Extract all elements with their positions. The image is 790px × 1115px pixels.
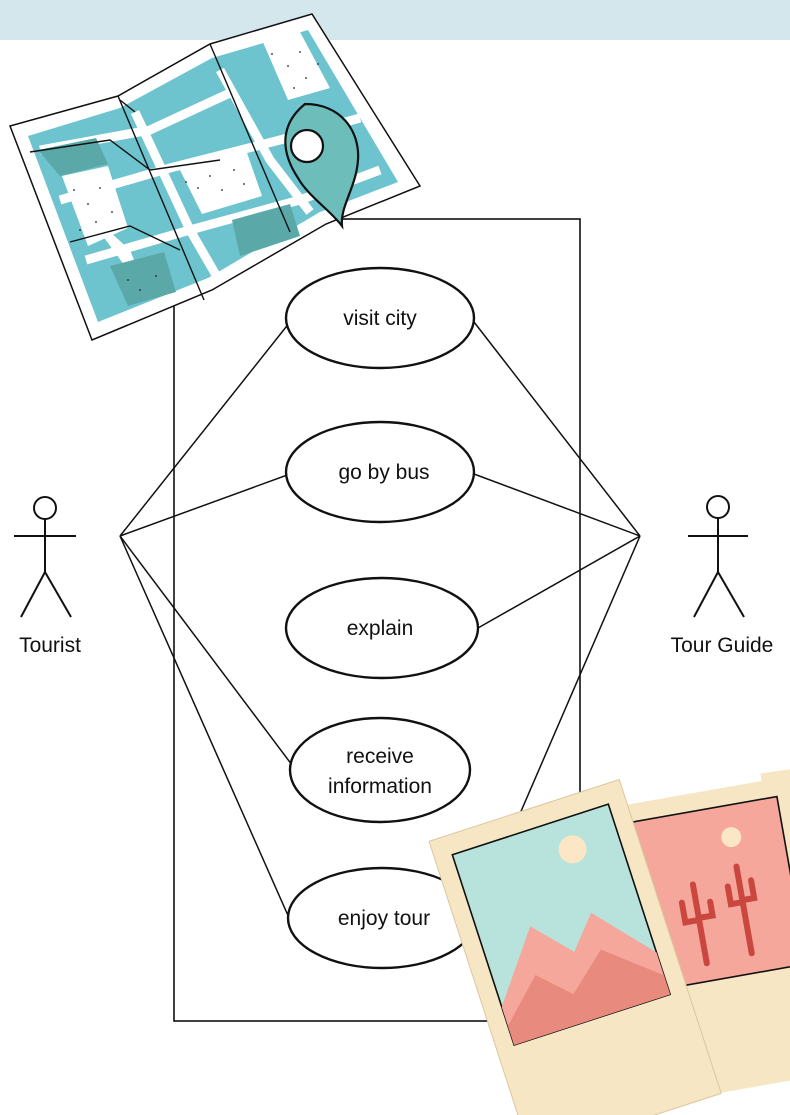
tourist-label: Tourist [19, 634, 81, 657]
tour-guide-label: Tour Guide [671, 634, 774, 657]
assoc-tourist-go-by-bus [119, 473, 291, 537]
tourist-actor [14, 496, 76, 618]
use-case-label: go by bus [338, 461, 429, 484]
use-case-label: receive [346, 745, 414, 768]
assoc-tourist-visit-city [119, 321, 291, 537]
use-case-go-by-bus [284, 420, 476, 524]
polaroid-photos-icon [428, 758, 790, 1115]
assoc-tourist-enjoy-tour [119, 535, 291, 921]
assoc-guide-visit-city [473, 321, 641, 537]
use-case-label: information [328, 775, 432, 798]
use-case-label: explain [347, 617, 414, 640]
assoc-guide-explain [477, 535, 641, 629]
use-case-visit-city [284, 266, 476, 370]
folded-map-icon [9, 13, 422, 341]
system-boundary [173, 218, 581, 1022]
use-case-label: visit city [343, 307, 417, 330]
use-case-receive-information [288, 716, 472, 824]
assoc-tourist-receive-information [119, 535, 293, 766]
use-case-label: enjoy tour [338, 907, 430, 930]
actor-head-icon [706, 495, 730, 519]
tour-guide-actor [688, 495, 748, 618]
actor-head-icon [33, 496, 57, 520]
use-case-explain [284, 576, 480, 680]
top-band [0, 0, 790, 40]
assoc-guide-go-by-bus [473, 473, 641, 537]
associations [119, 321, 641, 921]
